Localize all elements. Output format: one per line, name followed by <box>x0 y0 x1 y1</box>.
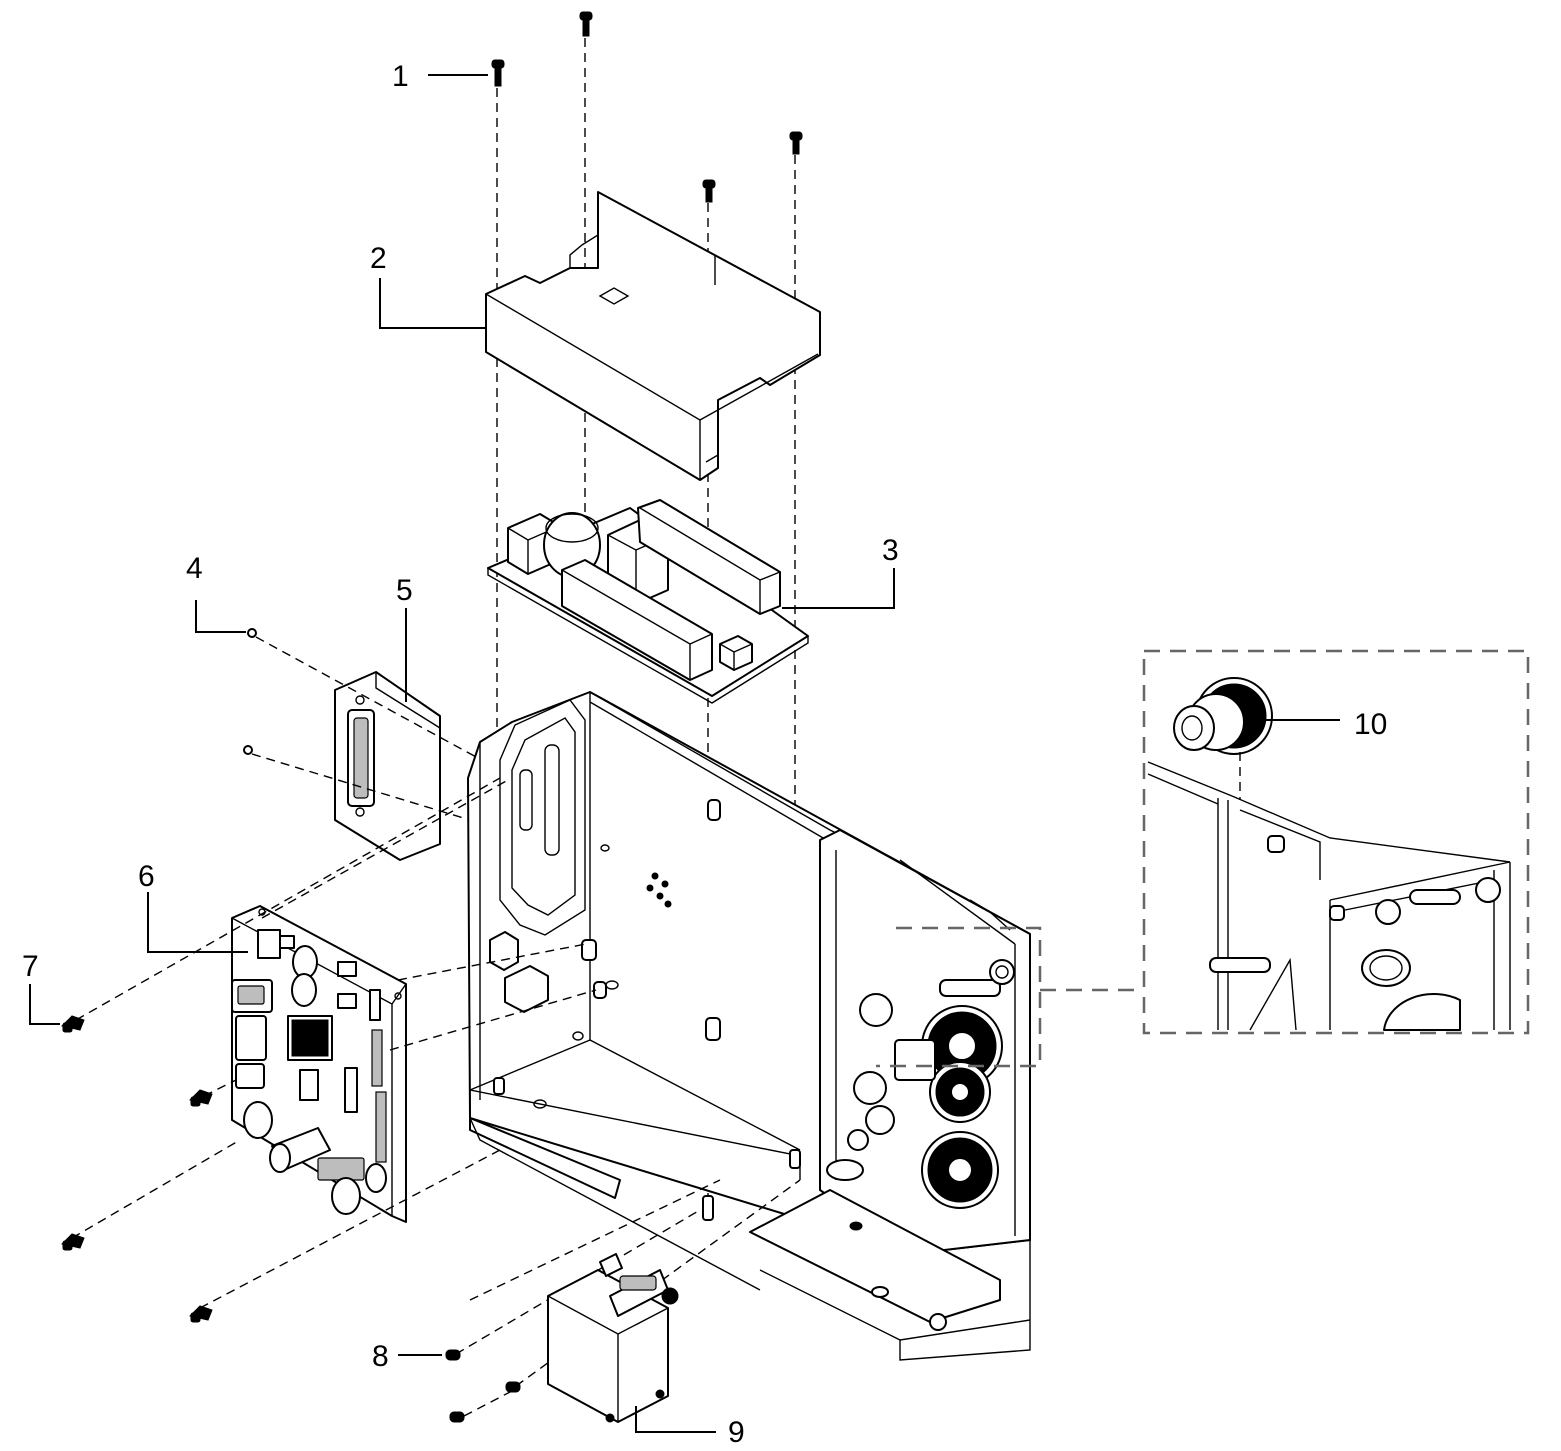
callout-4: 4 <box>186 552 203 585</box>
screw-board-1 <box>61 1015 85 1033</box>
callout-9: 9 <box>728 1416 745 1449</box>
screw-board-3 <box>61 1233 85 1251</box>
callout-3: 3 <box>882 534 899 567</box>
callout-8: 8 <box>372 1340 389 1373</box>
screw-motor-3 <box>449 1411 465 1423</box>
screw-port-lower <box>243 745 253 755</box>
main-logic-board <box>231 905 407 1223</box>
callout-1: 1 <box>392 60 409 93</box>
screw-top-2 <box>579 11 593 37</box>
power-supply-board <box>487 499 809 704</box>
screw-top-3 <box>702 179 716 203</box>
parallel-port-bracket <box>334 671 441 861</box>
screw-motor-2 <box>505 1381 521 1393</box>
callout-7: 7 <box>22 950 39 983</box>
callout-6: 6 <box>138 860 155 893</box>
screw-board-4 <box>189 1305 213 1323</box>
top-cover-bracket <box>485 191 821 481</box>
callout-10: 10 <box>1354 708 1387 741</box>
stepper-motor <box>547 1253 679 1423</box>
screw-top-4 <box>789 131 803 155</box>
drive-gear <box>1173 677 1273 800</box>
callout-labels: 1 2 3 4 5 6 7 8 9 10 <box>22 60 1387 1449</box>
detail-view <box>876 649 1530 1068</box>
screw-motor-1 <box>445 1349 461 1361</box>
callout-2: 2 <box>370 242 387 275</box>
screw-board-2 <box>189 1089 213 1107</box>
screw-top-1 <box>491 59 505 87</box>
callout-5: 5 <box>396 574 413 607</box>
screw-port-upper <box>247 628 257 638</box>
leader-lines <box>29 74 1340 1433</box>
